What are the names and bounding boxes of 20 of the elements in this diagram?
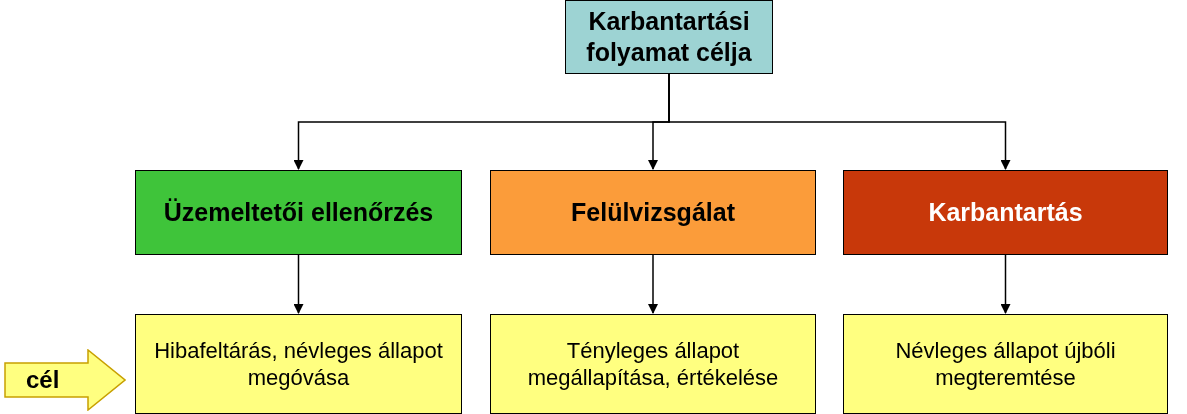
process-box xyxy=(490,170,816,255)
process-box xyxy=(565,0,773,74)
arrow xyxy=(1000,254,1011,314)
process-box xyxy=(135,170,462,255)
arrow xyxy=(648,254,658,314)
box-label: Felülvizsgálat xyxy=(571,196,735,228)
goal-box xyxy=(490,314,816,414)
box-label: Névleges állapot újbóli megteremtése xyxy=(894,336,1117,392)
process-box xyxy=(843,170,1168,255)
box-label: Tényleges állapot megállapítása, értékelése xyxy=(526,336,780,392)
box-label: Hibafeltárás, névleges állapot megóvása xyxy=(153,336,444,392)
arrow xyxy=(668,73,1011,170)
box-label: Karbantartási folyamat célja xyxy=(585,5,753,68)
goal-box xyxy=(135,314,462,414)
goal-box xyxy=(843,314,1168,414)
box-label: Üzemeltetői ellenőrzés xyxy=(163,196,434,228)
box-label: Karbantartás xyxy=(928,196,1083,228)
arrow xyxy=(293,254,304,314)
block-arrow xyxy=(4,349,126,411)
arrow-label: cél xyxy=(26,365,60,395)
